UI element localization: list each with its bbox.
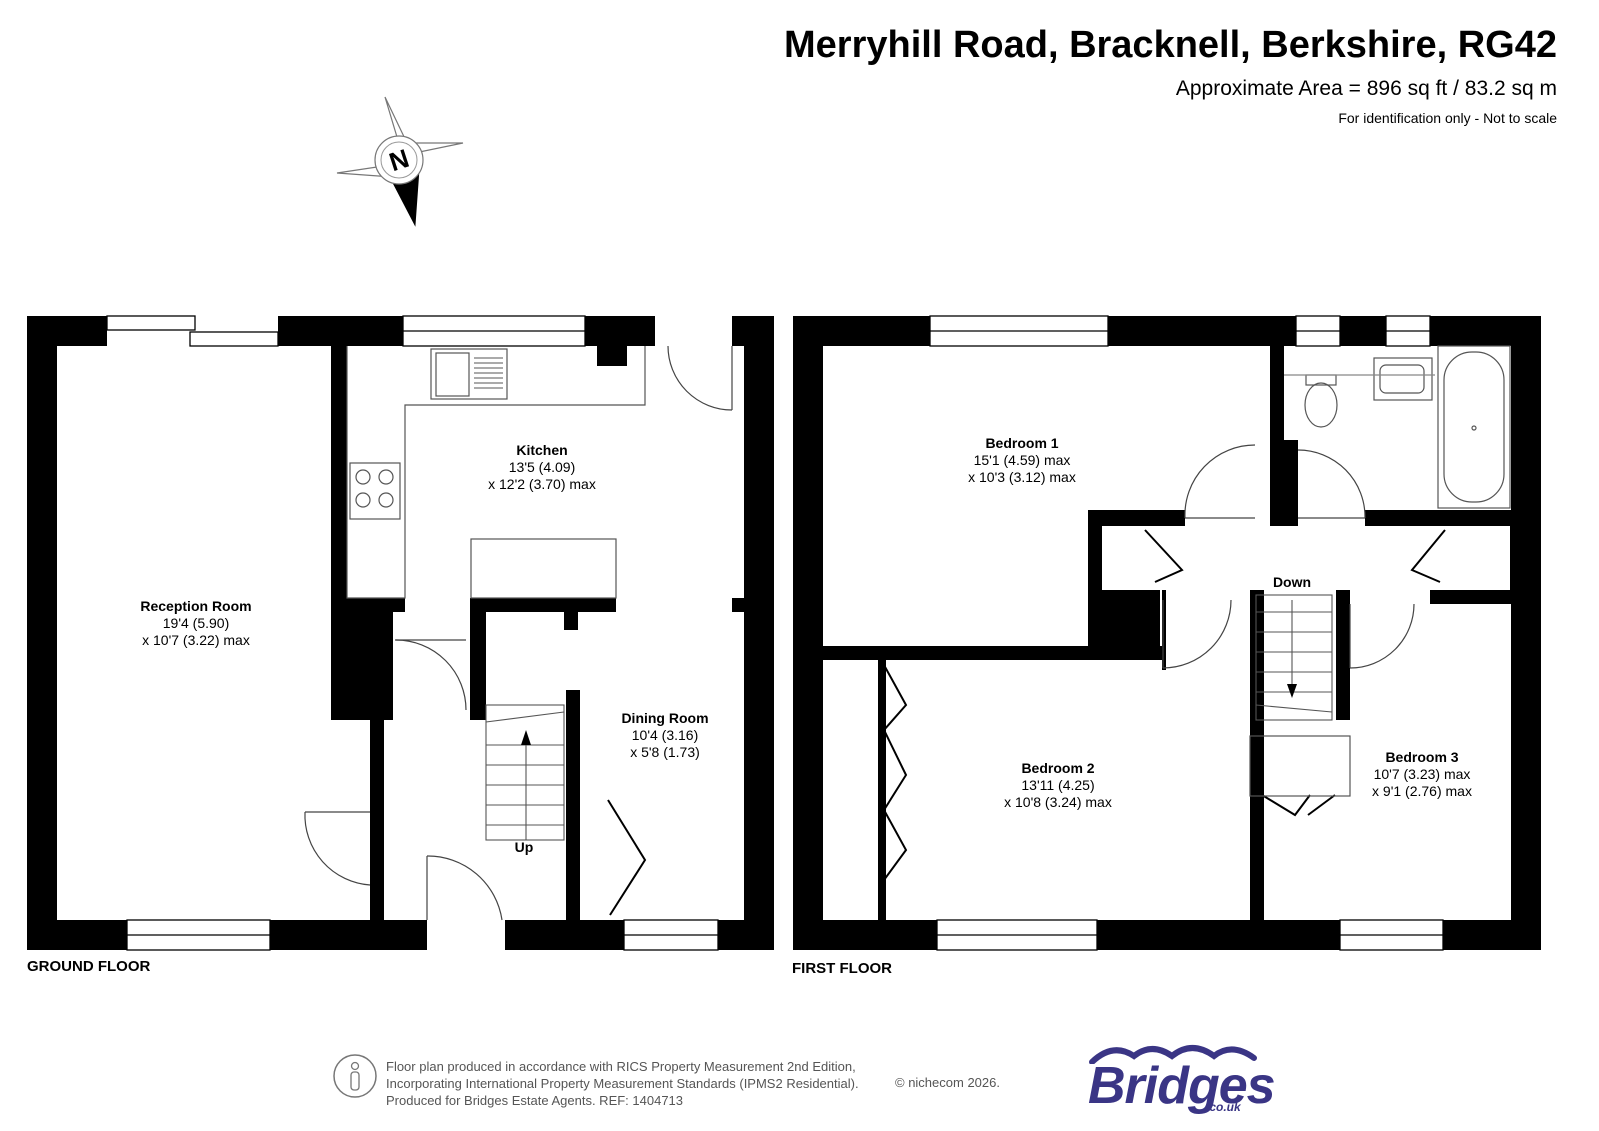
ground-floor-label: GROUND FLOOR	[27, 958, 151, 975]
room-bedroom-3: Bedroom 3 10'7 (3.23) max x 9'1 (2.76) m…	[1372, 749, 1472, 799]
brand-logo-domain: .co.uk	[1206, 1100, 1241, 1114]
room-dimension: x 9'1 (2.76) max	[1372, 783, 1472, 799]
room-name: Kitchen	[516, 442, 567, 458]
room-dimension: 15'1 (4.59) max	[974, 452, 1071, 468]
ipms-person-icon	[333, 1054, 377, 1098]
room-dining: Dining Room 10'4 (3.16) x 5'8 (1.73)	[621, 710, 708, 760]
room-kitchen: Kitchen 13'5 (4.09) x 12'2 (3.70) max	[488, 442, 596, 492]
room-name: Bedroom 3	[1385, 749, 1458, 765]
room-dimension: 10'4 (3.16)	[632, 727, 699, 743]
footer-disclaimer: Floor plan produced in accordance with R…	[386, 1058, 859, 1109]
room-name: Bedroom 2	[1021, 760, 1094, 776]
room-dimension: 10'7 (3.23) max	[1374, 766, 1471, 782]
room-bedroom-1: Bedroom 1 15'1 (4.59) max x 10'3 (3.12) …	[968, 435, 1076, 485]
ground-floor-plan: Up Reception Room 19'4 (5.90) x 10'7 (3.…	[27, 315, 774, 951]
footer-line: Incorporating International Property Mea…	[386, 1076, 859, 1091]
room-dimension: 13'5 (4.09)	[509, 459, 576, 475]
brand-logo-arcs-icon	[1089, 1045, 1257, 1064]
approximate-area: Approximate Area = 896 sq ft / 83.2 sq m	[1175, 77, 1557, 100]
room-dimension: 13'11 (4.25)	[1021, 777, 1094, 793]
first-floor-plan: Down Bedroom 1 15'1 (4.59) max x 10'3 (3…	[793, 315, 1541, 951]
room-name: Bedroom 1	[985, 435, 1058, 451]
room-dimension: x 10'8 (3.24) max	[1004, 794, 1112, 810]
room-dimension: x 10'7 (3.22) max	[142, 632, 250, 648]
scale-disclaimer: For identification only - Not to scale	[1338, 110, 1557, 126]
room-bedroom-2: Bedroom 2 13'11 (4.25) x 10'8 (3.24) max	[1004, 760, 1112, 810]
brand-logo: Bridges	[1088, 1057, 1276, 1115]
room-name: Reception Room	[140, 598, 251, 614]
room-name: Dining Room	[621, 710, 708, 726]
stairs-down-label: Down	[1273, 574, 1311, 590]
footer-line: Floor plan produced in accordance with R…	[386, 1059, 856, 1074]
room-dimension: 19'4 (5.90)	[163, 615, 230, 631]
copyright-notice: © nichecom 2026.	[895, 1075, 1000, 1090]
room-dimension: x 5'8 (1.73)	[630, 744, 700, 760]
first-floor-label: FIRST FLOOR	[792, 960, 892, 977]
north-compass-icon: N	[336, 96, 464, 227]
footer-line: Produced for Bridges Estate Agents. REF:…	[386, 1093, 684, 1108]
room-reception: Reception Room 19'4 (5.90) x 10'7 (3.22)…	[140, 598, 251, 648]
property-address-title: Merryhill Road, Bracknell, Berkshire, RG…	[784, 24, 1557, 66]
room-dimension: x 10'3 (3.12) max	[968, 469, 1076, 485]
stairs-up-label: Up	[515, 839, 534, 855]
room-dimension: x 12'2 (3.70) max	[488, 476, 596, 492]
